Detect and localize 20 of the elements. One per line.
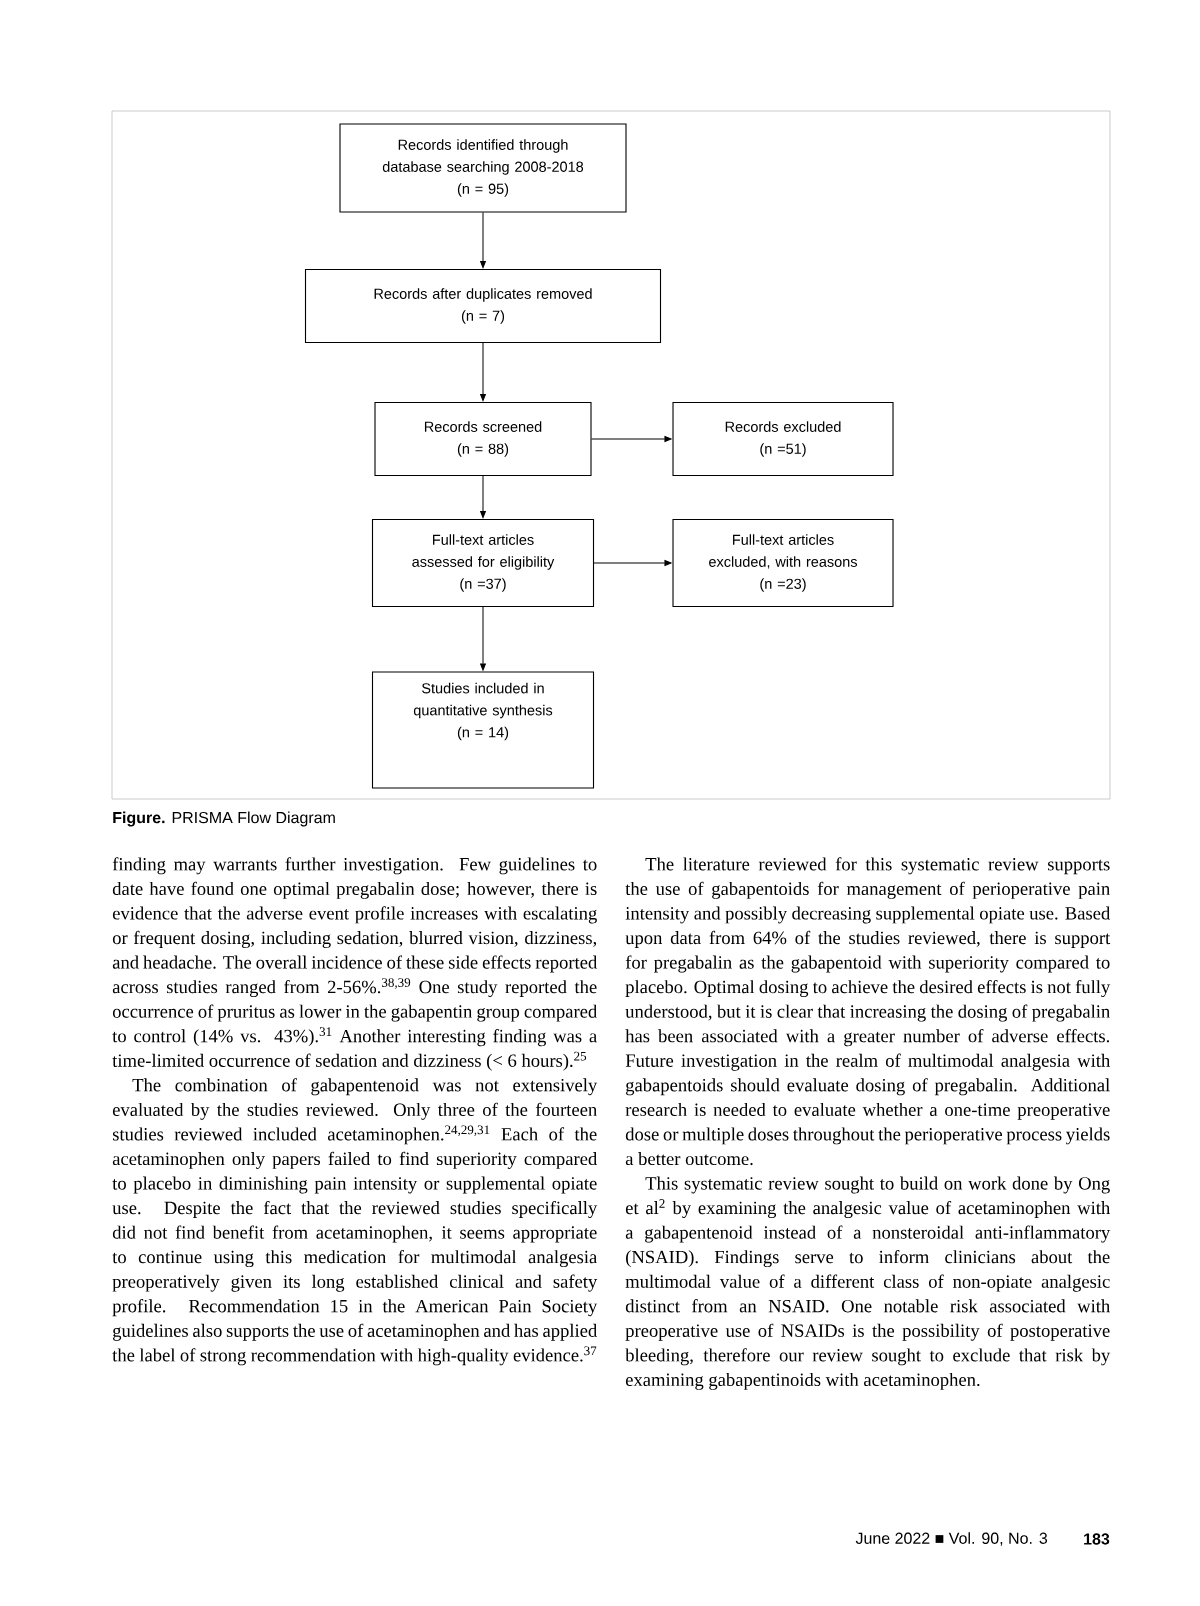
process-box: Full-text articles excluded, with reasons (n =23): [672, 518, 894, 608]
arrow: [480, 342, 486, 402]
footer-text: June 2022 ■ Vol. 90, No. 3: [855, 1532, 1048, 1546]
process-box: Studies included in quantitative synthesis (n = 14): [371, 671, 595, 789]
process-box: Full-text articles assessed for eligibility (n =37): [371, 518, 595, 608]
body-paragraph: The literature reviewed for this systematic review supports the use of gabapentoids for management of perioperative pain intensity and possibly decreasing supplemental opiate use. Based upon data from 64% of the studies reviewed, there is support for pregabalin as the gabapentoid with superiority compared to placebo. Optimal dosing to achieve the desired effects is not fully understood, but it is clear that increasing the dosing of pregabalin has been associated with a greater number of adverse effects. Future investigation in the realm of multimodal analgesia with gabapentoids should evaluate dosing of pregabalin. Additional research is needed to evaluate whether a one-time preoperative dose or multiple doses throughout the perioperative process yields a better outcome.: [625, 857, 1111, 1166]
process-box: Records identified through database searching 2008-2018 (n = 95): [339, 123, 627, 213]
page-number: 183: [1084, 1533, 1110, 1545]
body-paragraph: finding may warrants further investigation. Few guidelines to date have found one optimal pregabalin dose; however, there is evidence that the adverse event profile increases with escalating or frequent dosing, including sedation, blurred vision, dizziness, and headache. The overall incidence of these side effects reported across studies ranged from 2-56%.$^{38,39}$ One study reported the occurrence of pruritus as lower in the gabapentin group compared to control (14% vs. 43%).$^{31}$ Another interesting finding was a time-limited occurrence of sedation and dizziness (< 6 hours).$^{25}$: [112, 857, 598, 1071]
process-box: Records after duplicates removed (n = 7): [304, 268, 662, 344]
process-box: Records excluded (n =51): [672, 401, 894, 477]
arrow: [593, 560, 672, 566]
arrow: [591, 436, 672, 442]
arrow: [480, 475, 486, 519]
process-box: Records screened (n = 88): [374, 401, 592, 477]
body-paragraph: The combination of gabapentenoid was not extensively evaluated by the studies reviewed. Only three of the fourteen studies reviewed included acetaminophen.$^{24,29,31}$ Each of the acetaminophen only papers failed to find superiority compared to placebo in diminishing pain intensity or supplemental opiate use. Despite the fact that the reviewed studies specifically did not find benefit from acetaminophen, it seems appropriate to continue using this medication for multimodal analgesia preoperatively given its long established clinical and safety profile. Recommendation 15 in the American Pain Society guidelines also supports the use of acetaminophen and has applied the label of strong recommendation with high-quality evidence.$^{37}$: [112, 1078, 598, 1366]
arrow: [480, 606, 486, 671]
body-paragraph: This systematic review sought to build on work done by Ong et al$^{2}$ by examining the analgesic value of acetaminophen with a gabapentenoid instead of a nonsteroidal anti-inflammatory (NSAID). Findings serve to inform clinicians about the multimodal value of a different class of non-opiate analgesic distinct from an NSAID. One notable risk associated with preoperative use of NSAIDs is the possibility of postoperative bleeding, therefore our review sought to exclude that risk by examining gabapentinoids with acetaminophen.: [625, 1176, 1111, 1390]
arrow: [480, 212, 486, 269]
figure-caption: Figure. PRISMA Flow Diagram: [113, 811, 335, 827]
